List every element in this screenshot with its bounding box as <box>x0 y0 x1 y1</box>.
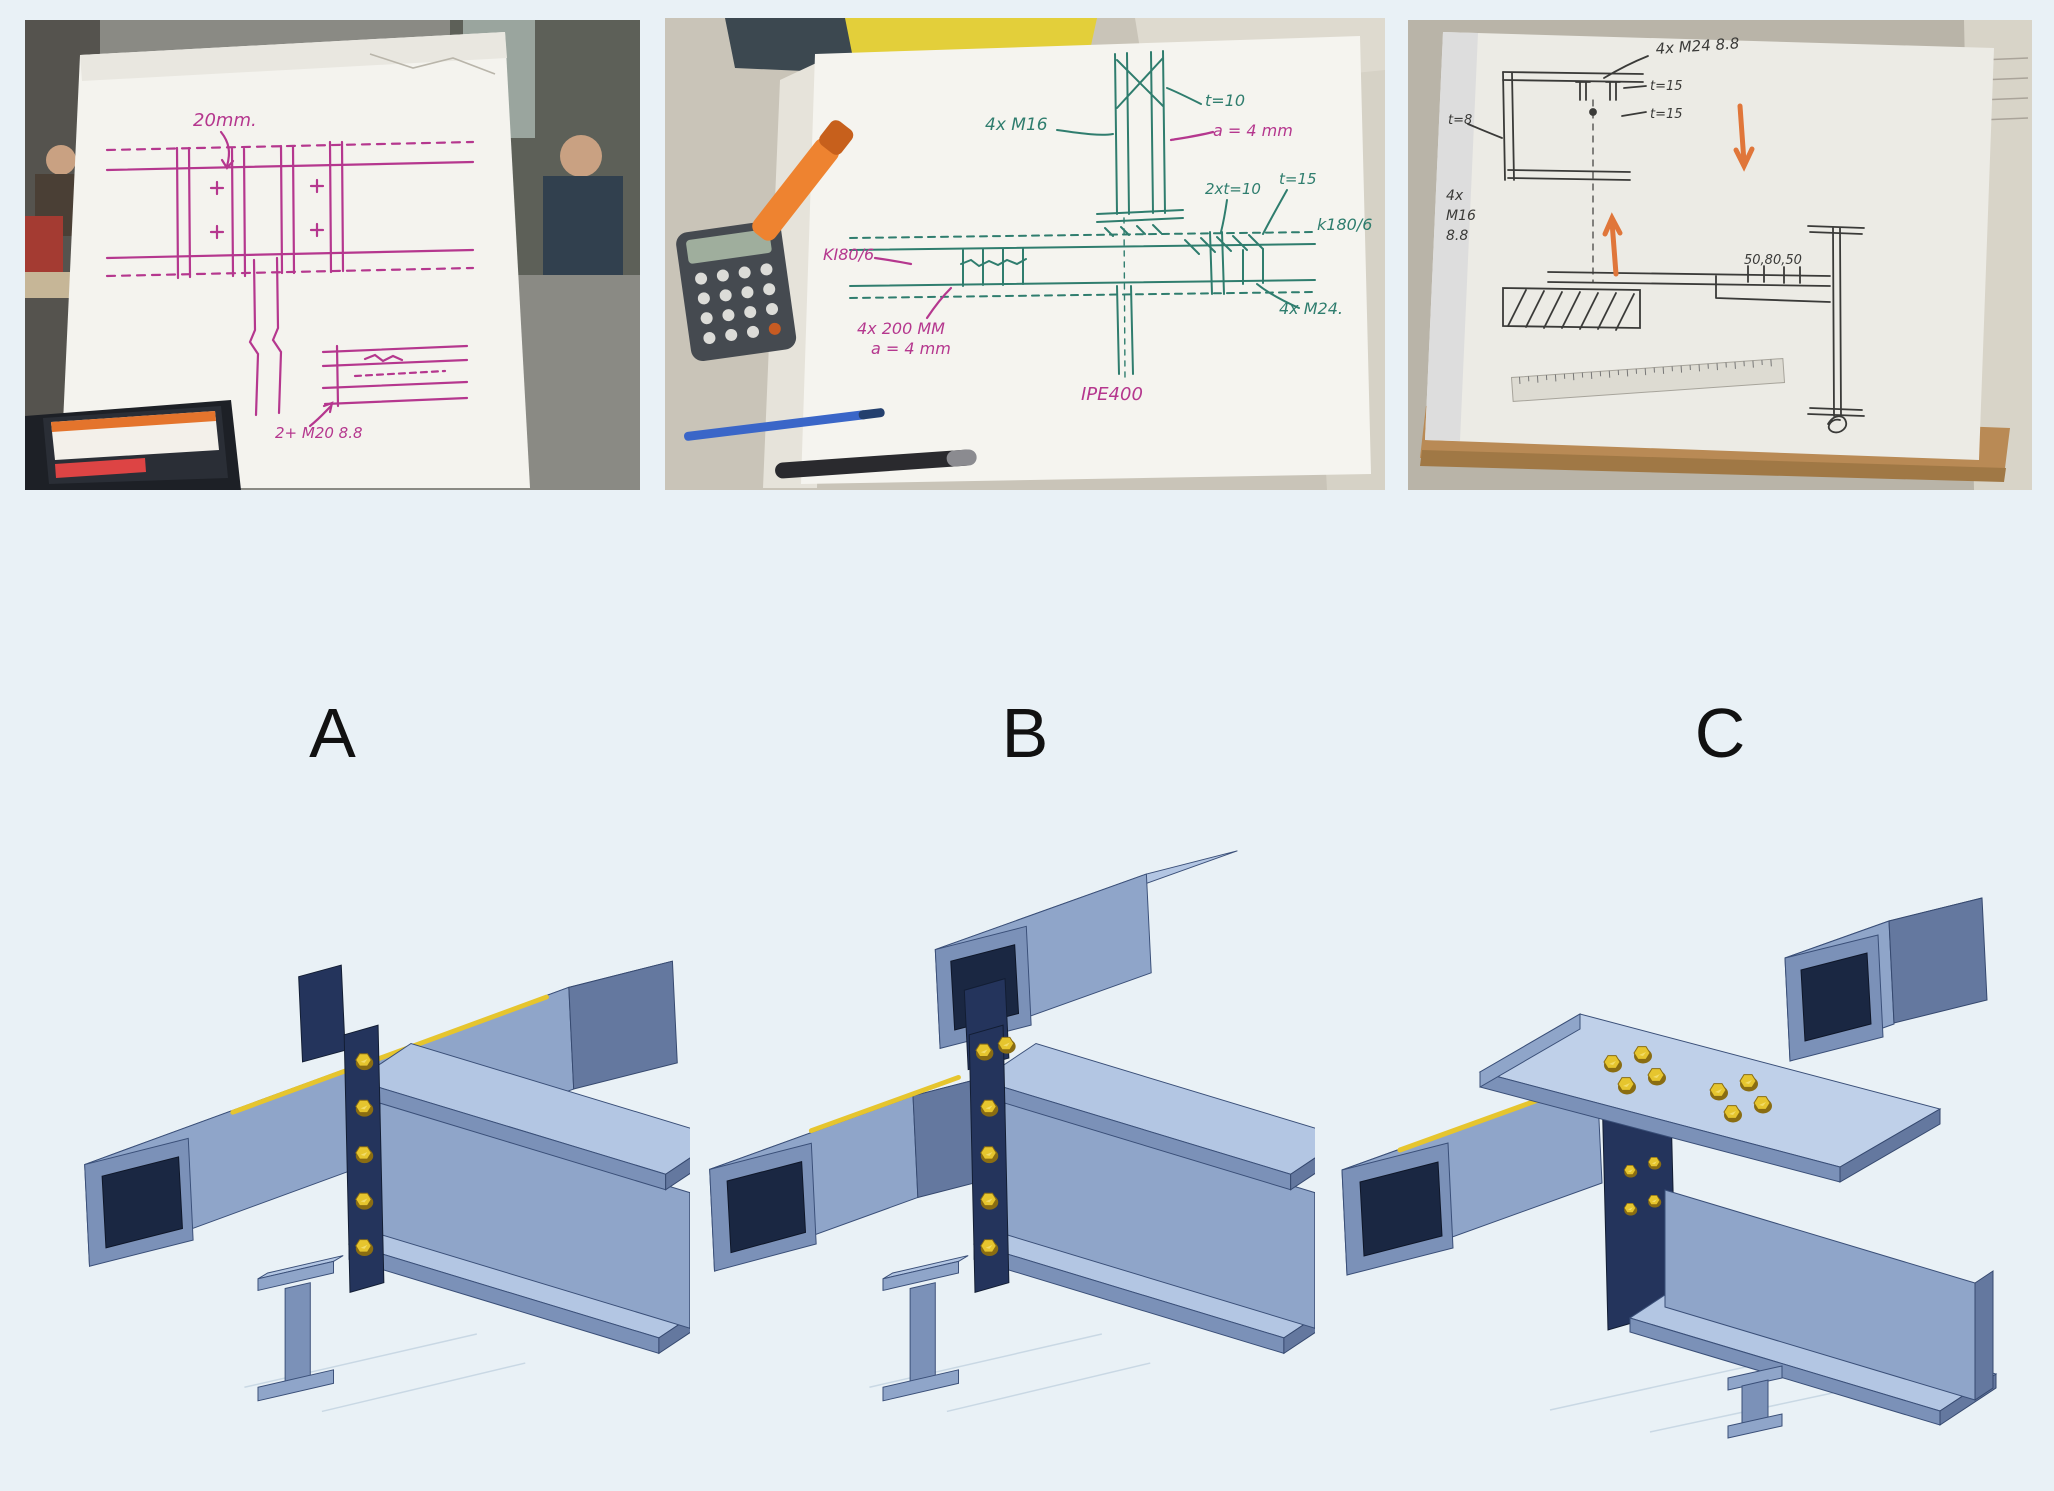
sketch-sheet <box>801 36 1371 484</box>
sketch-photo-c: 4x M24 8.8 t=15 t=15 t=8 4x M16 8.8 50,8… <box>1408 20 2032 490</box>
black-marker <box>775 449 977 479</box>
ruler <box>1510 358 1786 402</box>
sketch-a-strokes <box>105 130 475 428</box>
annotation-t15: t=15 <box>1279 170 1317 188</box>
stiffener-plate <box>298 964 346 1063</box>
upper-tube <box>1784 897 1988 1062</box>
person-head <box>560 135 602 177</box>
sketch-photo-b: 4x M16 t=10 a = 4 mm 2xt=10 t=15 k180/6 … <box>665 18 1385 490</box>
annotation-20mm: 20mm. <box>193 110 257 131</box>
annotation-t15-lower: t=15 <box>1650 107 1683 122</box>
panel-label-c: C <box>1694 694 1746 772</box>
sketch-b-teal-strokes <box>849 50 1316 381</box>
annotation-left-m16: M16 <box>1446 208 1476 224</box>
annotation-weld2: a = 4 mm <box>871 339 951 358</box>
annotation-dims: 50,80,50 <box>1744 253 1802 268</box>
pad-paper <box>1425 32 1994 460</box>
annotation-left-4x: 4x <box>1446 188 1464 204</box>
person-body <box>543 176 623 275</box>
laptop-row <box>55 458 146 478</box>
flipchart-paper <box>60 32 530 488</box>
column-stub <box>257 1255 344 1402</box>
annotation-left-88: 8.8 <box>1446 228 1468 244</box>
ground-lines <box>869 1333 1151 1413</box>
annotation-bolts-a: 2+ M20 8.8 <box>275 424 363 442</box>
sketch-c-strokes <box>1467 55 1865 434</box>
annotation-k180-right: k180/6 <box>1317 215 1372 234</box>
column-stub <box>882 1255 969 1402</box>
panel-label-a: A <box>309 694 356 772</box>
cad-render-b <box>695 845 1315 1426</box>
person2-head <box>46 145 76 175</box>
annotation-t15-upper: t=15 <box>1650 79 1683 94</box>
cad-render-a <box>70 845 690 1426</box>
sketch-a-svg: 20mm. 2+ M20 8.8 <box>25 20 640 490</box>
annotation-4xM24: 4x M24. <box>1279 299 1343 318</box>
annotation-2xt10: 2xt=10 <box>1205 180 1261 198</box>
annotation-a4-top: a = 4 mm <box>1213 121 1293 140</box>
cad-b-svg <box>709 850 1315 1413</box>
blue-pen <box>684 408 885 441</box>
annotation-k180-left: KI80/6 <box>823 245 874 264</box>
column-stub <box>1727 1365 1783 1439</box>
cad-a-svg <box>84 960 690 1413</box>
annotation-weld1: 4x 200 MM <box>857 319 945 338</box>
annotation-ipe400: IPE400 <box>1081 384 1143 405</box>
sketch-b-magenta-strokes <box>873 130 1215 320</box>
annotation-4xM16: 4x M16 <box>985 115 1048 135</box>
cardboard-edge <box>1420 450 2006 482</box>
paper-text-lines <box>1979 57 2029 121</box>
sketch-photo-a: 20mm. 2+ M20 8.8 <box>25 20 640 490</box>
paper-crease <box>369 53 496 75</box>
sketch-c-svg: 4x M24 8.8 t=15 t=15 t=8 4x M16 8.8 50,8… <box>1408 20 2032 490</box>
cad-c-svg <box>1341 897 1998 1439</box>
cad-render-c <box>1330 840 2030 1440</box>
laptop-header <box>51 411 216 432</box>
ground-lines <box>244 1333 526 1413</box>
weld-line <box>230 994 549 1115</box>
weld-line <box>808 1074 961 1134</box>
pad-shade <box>1425 32 1478 441</box>
sketch-b-svg: 4x M16 t=10 a = 4 mm 2xt=10 t=15 k180/6 … <box>665 18 1385 490</box>
annotation-4xM24-88: 4x M24 8.8 <box>1655 34 1740 58</box>
paper-top-shade <box>80 32 507 81</box>
orange-marker <box>752 120 854 241</box>
annotation-t10: t=10 <box>1205 91 1245 110</box>
i-beam <box>972 1042 1315 1355</box>
calculator <box>676 220 797 362</box>
i-beam <box>1628 1189 1998 1426</box>
i-beam <box>347 1042 690 1355</box>
annotation-t8: t=8 <box>1448 113 1472 128</box>
panel-label-b: B <box>1001 694 1049 772</box>
orange-arrows <box>1602 103 1755 277</box>
